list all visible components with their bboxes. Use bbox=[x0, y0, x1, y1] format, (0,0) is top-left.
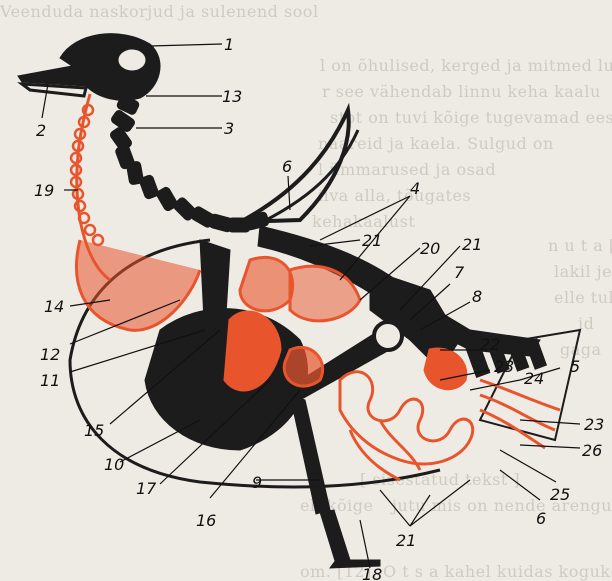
label-18: 18 bbox=[362, 565, 382, 581]
label-25: 25 bbox=[550, 485, 570, 504]
label-3: 3 bbox=[224, 119, 234, 138]
label-23: 23 bbox=[494, 357, 514, 376]
label-26: 26 bbox=[582, 441, 602, 460]
label-5: 5 bbox=[570, 357, 580, 376]
cervical-vertebrae bbox=[109, 94, 269, 232]
label-19: 19 bbox=[34, 181, 54, 200]
tarsometatarsus bbox=[320, 510, 350, 564]
label-21: 21 bbox=[462, 235, 482, 254]
gizzard bbox=[284, 347, 322, 386]
label-6: 6 bbox=[536, 509, 546, 528]
label-24: 24 bbox=[524, 369, 544, 388]
esophagus-rings bbox=[71, 105, 103, 245]
label-15: 15 bbox=[84, 421, 104, 440]
coracoid bbox=[200, 240, 230, 340]
label-4: 4 bbox=[410, 179, 420, 198]
label-10: 10 bbox=[104, 455, 124, 474]
kidney bbox=[425, 349, 466, 389]
eye-orbit bbox=[118, 49, 146, 71]
label-20: 20 bbox=[420, 239, 440, 258]
label-12: 12 bbox=[40, 345, 60, 364]
label-7: 7 bbox=[454, 263, 465, 282]
label-6: 6 bbox=[282, 157, 292, 176]
label-17: 17 bbox=[136, 479, 157, 498]
label-22: 22 bbox=[480, 335, 500, 354]
label-8: 8 bbox=[472, 287, 482, 306]
label-13: 13 bbox=[222, 87, 242, 106]
wing-bone-outline bbox=[240, 110, 349, 222]
label-9: 9 bbox=[252, 473, 262, 492]
label-11: 11 bbox=[40, 371, 60, 390]
hip-joint bbox=[374, 322, 402, 350]
label-2: 2 bbox=[36, 121, 46, 140]
label-16: 16 bbox=[196, 511, 216, 530]
label-21: 21 bbox=[362, 231, 382, 250]
label-14: 14 bbox=[44, 297, 64, 316]
intestine-loops bbox=[350, 420, 420, 480]
liver bbox=[240, 257, 293, 311]
tibiotarsus bbox=[290, 395, 330, 514]
label-21: 21 bbox=[396, 531, 416, 550]
label-1: 1 bbox=[224, 35, 234, 54]
label-23: 23 bbox=[584, 415, 604, 434]
